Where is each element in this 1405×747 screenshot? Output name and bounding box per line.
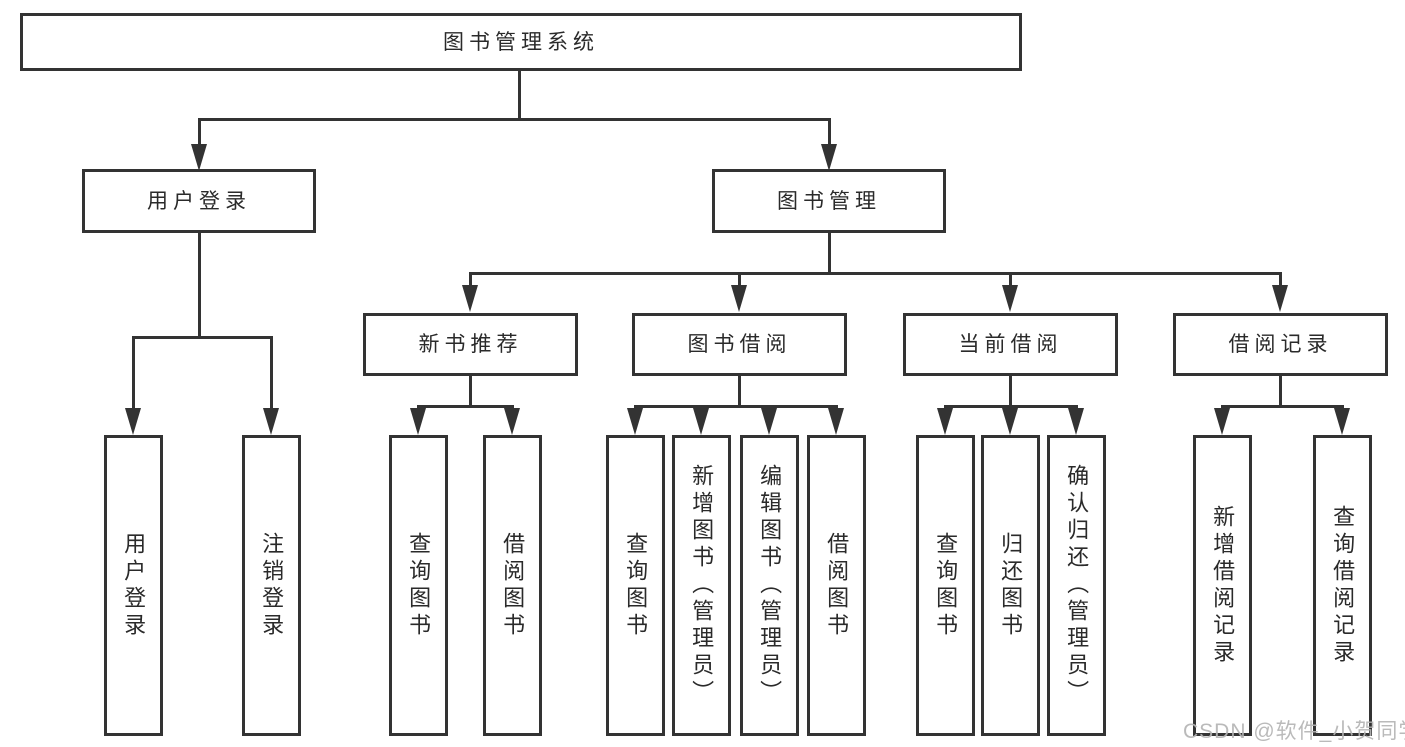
connector-current-borrow-rail bbox=[944, 405, 1078, 408]
leaf-br-query-record-label: 查询借阅记录 bbox=[1330, 504, 1356, 667]
connector-book-borrow-rail bbox=[634, 405, 838, 408]
arrowhead-down-icon bbox=[1272, 285, 1288, 312]
leaf-cb-query-books-label: 查询图书 bbox=[933, 531, 959, 640]
node-new-book-rec-label: 新书推荐 bbox=[418, 333, 523, 356]
leaf-cb-return-books-label: 归还图书 bbox=[998, 531, 1024, 640]
leaf-bb-add-books-admin: 新增图书（管理员） bbox=[672, 435, 731, 736]
arrowhead-down-icon bbox=[1002, 285, 1018, 312]
arrowhead-down-icon bbox=[627, 408, 643, 435]
arrowhead-down-icon bbox=[462, 285, 478, 312]
connector-book-mgmt-down bbox=[828, 232, 831, 275]
node-borrow-records-label: 借阅记录 bbox=[1228, 333, 1333, 356]
leaf-br-query-record: 查询借阅记录 bbox=[1313, 435, 1372, 736]
leaf-nb-borrow-books-label: 借阅图书 bbox=[500, 531, 526, 640]
arrowhead-down-icon bbox=[828, 408, 844, 435]
connector-level3-rail bbox=[469, 272, 1282, 275]
leaf-nb-query-books-label: 查询图书 bbox=[406, 531, 432, 640]
connector-level2-rail bbox=[198, 118, 831, 121]
node-root-label: 图书管理系统 bbox=[443, 30, 599, 54]
arrowhead-down-icon bbox=[937, 408, 953, 435]
leaf-nb-borrow-books: 借阅图书 bbox=[483, 435, 542, 736]
node-book-mgmt-label: 图书管理 bbox=[777, 189, 881, 213]
arrowhead-down-icon bbox=[693, 408, 709, 435]
leaf-bb-borrow-books: 借阅图书 bbox=[807, 435, 866, 736]
leaf-cb-return-books: 归还图书 bbox=[981, 435, 1040, 736]
leaf-bb-add-books-admin-label: 新增图书（管理员） bbox=[689, 464, 715, 707]
leaf-logout-label: 注销登录 bbox=[259, 531, 285, 640]
node-new-book-rec: 新书推荐 bbox=[363, 313, 578, 376]
leaf-bb-edit-books-admin-label: 编辑图书（管理员） bbox=[757, 464, 783, 707]
leaf-logout: 注销登录 bbox=[242, 435, 301, 736]
arrowhead-down-icon bbox=[504, 408, 520, 435]
connector-book-borrow-down bbox=[738, 375, 741, 408]
connector-stub-current-borrow bbox=[1009, 272, 1012, 288]
node-book-mgmt: 图书管理 bbox=[712, 169, 946, 233]
connector-stub-book-mgmt bbox=[828, 118, 831, 148]
arrowhead-down-icon bbox=[1334, 408, 1350, 435]
leaf-nb-query-books: 查询图书 bbox=[389, 435, 448, 736]
connector-stub-user-login bbox=[198, 118, 201, 148]
node-book-borrow-label: 图书借阅 bbox=[687, 333, 792, 356]
arrowhead-down-icon bbox=[1002, 408, 1018, 435]
arrowhead-down-icon bbox=[1214, 408, 1230, 435]
connector-new-book-rec-rail bbox=[417, 405, 514, 408]
arrowhead-down-icon bbox=[263, 408, 279, 435]
arrowhead-down-icon bbox=[191, 144, 207, 171]
csdn-watermark: CSDN @软件_小贺同学 bbox=[1183, 720, 1405, 743]
arrowhead-down-icon bbox=[761, 408, 777, 435]
node-borrow-records: 借阅记录 bbox=[1173, 313, 1388, 376]
leaf-bb-query-books: 查询图书 bbox=[606, 435, 665, 736]
arrowhead-down-icon bbox=[731, 285, 747, 312]
leaf-br-add-record: 新增借阅记录 bbox=[1193, 435, 1252, 736]
arrowhead-down-icon bbox=[1068, 408, 1084, 435]
connector-stub-new-book-rec bbox=[469, 272, 472, 288]
connector-borrow-records-down bbox=[1279, 375, 1282, 408]
node-current-borrow: 当前借阅 bbox=[903, 313, 1118, 376]
leaf-cb-query-books: 查询图书 bbox=[916, 435, 975, 736]
connector-stub-leaf-user-login bbox=[132, 336, 135, 412]
leaf-bb-query-books-label: 查询图书 bbox=[623, 531, 649, 640]
connector-user-login-down bbox=[198, 232, 201, 339]
leaf-cb-confirm-return-admin-label: 确认归还（管理员） bbox=[1064, 464, 1090, 707]
node-book-borrow: 图书借阅 bbox=[632, 313, 847, 376]
connector-user-login-rail bbox=[132, 336, 273, 339]
connector-current-borrow-down bbox=[1009, 375, 1012, 408]
connector-stub-book-borrow bbox=[738, 272, 741, 288]
leaf-user-login-label: 用户登录 bbox=[121, 531, 147, 640]
node-user-login: 用户登录 bbox=[82, 169, 316, 233]
leaf-bb-borrow-books-label: 借阅图书 bbox=[824, 531, 850, 640]
leaf-br-add-record-label: 新增借阅记录 bbox=[1210, 504, 1236, 667]
leaf-cb-confirm-return-admin: 确认归还（管理员） bbox=[1047, 435, 1106, 736]
leaf-bb-edit-books-admin: 编辑图书（管理员） bbox=[740, 435, 799, 736]
arrowhead-down-icon bbox=[821, 144, 837, 171]
node-current-borrow-label: 当前借阅 bbox=[958, 333, 1063, 356]
connector-new-book-rec-down bbox=[469, 375, 472, 408]
arrowhead-down-icon bbox=[410, 408, 426, 435]
connector-borrow-records-rail bbox=[1221, 405, 1344, 408]
connector-stub-leaf-logout bbox=[270, 336, 273, 412]
leaf-user-login: 用户登录 bbox=[104, 435, 163, 736]
node-root: 图书管理系统 bbox=[20, 13, 1022, 71]
connector-stub-borrow-records bbox=[1279, 272, 1282, 288]
node-user-login-label: 用户登录 bbox=[147, 189, 251, 213]
arrowhead-down-icon bbox=[125, 408, 141, 435]
connector-root-trunk bbox=[518, 70, 521, 121]
